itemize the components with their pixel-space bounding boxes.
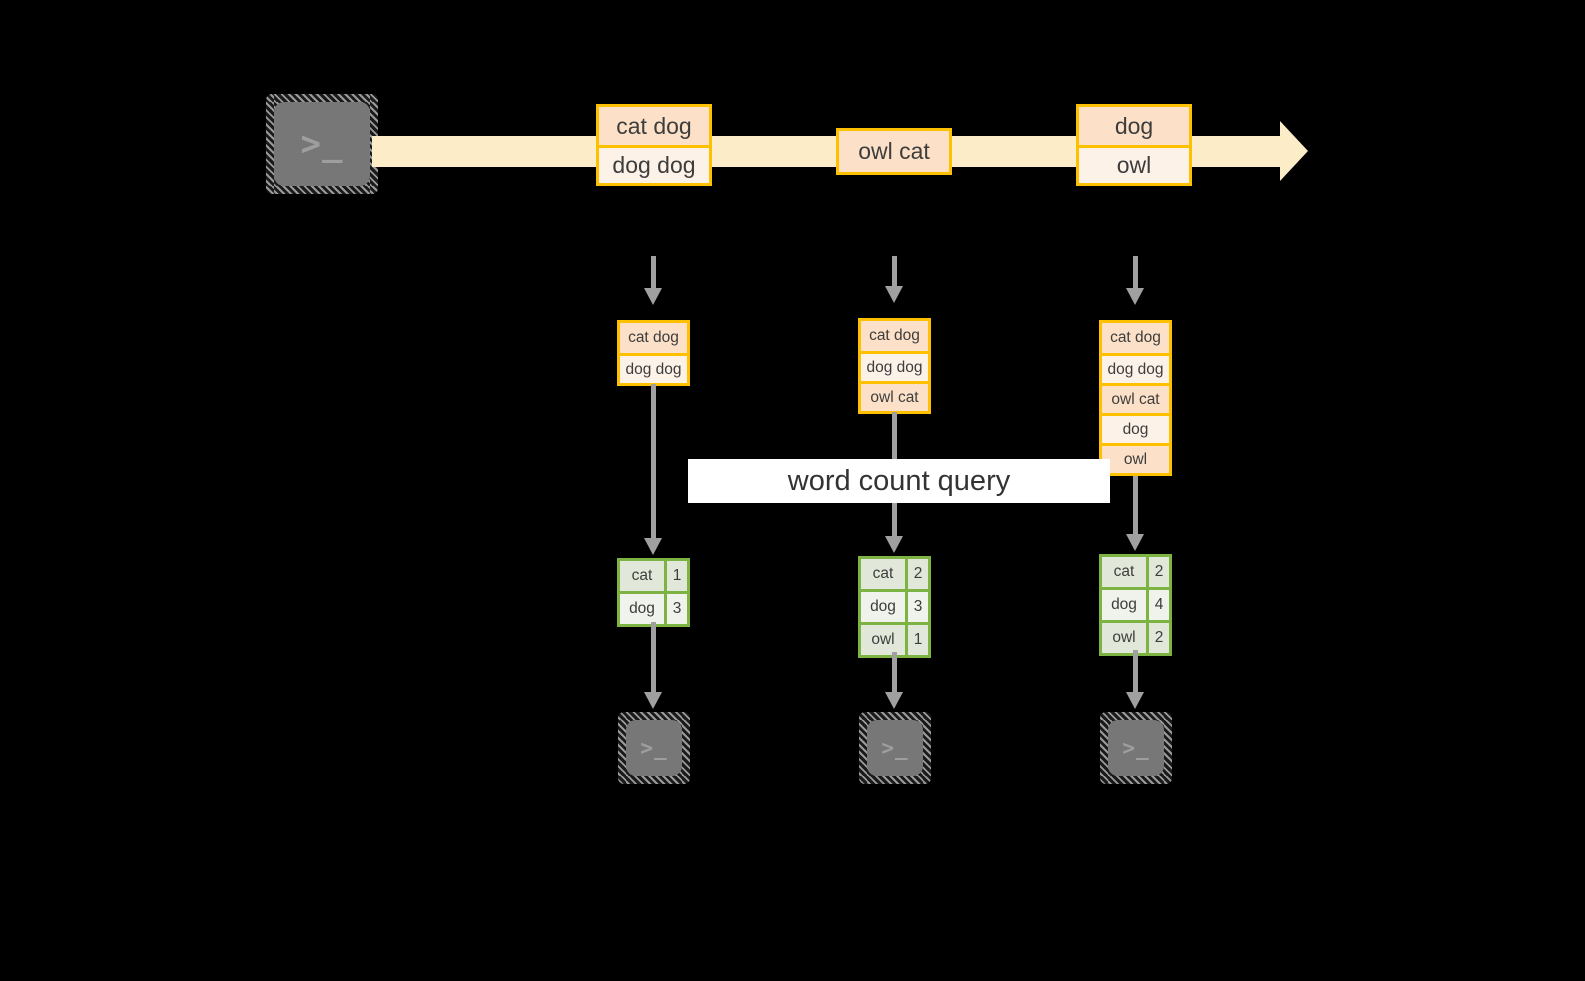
word-cell: cat: [1102, 557, 1146, 587]
count-cell: 2: [1146, 623, 1169, 653]
stream-record-2: owl cat: [836, 128, 952, 175]
stream-record-1: cat dog dog dog: [596, 104, 712, 186]
stream-record-line: owl cat: [839, 131, 949, 172]
snapshot-2-sink-terminal-icon: >_: [859, 712, 931, 784]
snapshot-3-sink-arrowhead: [1126, 692, 1144, 709]
count-cell: 1: [664, 561, 687, 591]
source-terminal-icon: >_: [266, 94, 378, 194]
word-cell: dog: [620, 594, 664, 624]
word-cell: owl: [1102, 623, 1146, 653]
table-row: owl 1: [861, 622, 928, 655]
word-cell: dog: [861, 592, 905, 622]
terminal-prompt-glyph: >_: [881, 736, 909, 760]
snapshot-1-query-arrowhead: [644, 538, 662, 555]
table-row: dog 4: [1102, 587, 1169, 620]
snapshot-3-query-connector: [1133, 476, 1138, 538]
word-cell: cat: [620, 561, 664, 591]
table-row: dog 3: [620, 591, 687, 624]
table-row: dog 3: [861, 589, 928, 622]
count-cell: 4: [1146, 590, 1169, 620]
count-cell: 2: [1146, 557, 1169, 587]
sink-terminal-surface: >_: [1108, 720, 1164, 776]
snapshot-1-input-line: cat dog: [620, 323, 687, 353]
snapshot-3-input-line: dog: [1102, 413, 1169, 443]
snapshot-1-query-connector: [651, 384, 656, 542]
stream-record-line: dog: [1079, 107, 1189, 145]
terminal-prompt-glyph: >_: [1122, 736, 1150, 760]
snapshot-3-sink-connector: [1133, 650, 1138, 696]
table-row: owl 2: [1102, 620, 1169, 653]
snapshot-1-sink-arrowhead: [644, 692, 662, 709]
snapshot-1-input-table: cat dog dog dog: [617, 320, 690, 386]
terminal-prompt-glyph: >_: [640, 736, 668, 760]
snapshot-1-input-line: dog dog: [620, 353, 687, 383]
source-terminal-surface: >_: [274, 102, 370, 186]
snapshot-1-sink-terminal-icon: >_: [618, 712, 690, 784]
table-row: cat 2: [861, 559, 928, 589]
stream-record-line: cat dog: [599, 107, 709, 145]
word-cell: owl: [861, 625, 905, 655]
table-row: cat 1: [620, 561, 687, 591]
terminal-prompt-glyph: >_: [300, 124, 344, 164]
snapshot-2-tap-arrowhead: [885, 286, 903, 303]
snapshot-2-input-table: cat dog dog dog owl cat: [858, 318, 931, 414]
snapshot-3-query-arrowhead: [1126, 534, 1144, 551]
snapshot-3-input-table: cat dog dog dog owl cat dog owl: [1099, 320, 1172, 476]
snapshot-2-tap-connector: [892, 256, 897, 288]
count-cell: 3: [664, 594, 687, 624]
word-cell: dog: [1102, 590, 1146, 620]
stream-record-line: dog dog: [599, 145, 709, 183]
table-row: cat 2: [1102, 557, 1169, 587]
sink-terminal-surface: >_: [626, 720, 682, 776]
snapshot-1-count-table: cat 1 dog 3: [617, 558, 690, 627]
snapshot-3-tap-arrowhead: [1126, 288, 1144, 305]
snapshot-3-input-line: owl: [1102, 443, 1169, 473]
count-cell: 3: [905, 592, 928, 622]
snapshot-3-count-table: cat 2 dog 4 owl 2: [1099, 554, 1172, 656]
snapshot-3-sink-terminal-icon: >_: [1100, 712, 1172, 784]
snapshot-2-sink-arrowhead: [885, 692, 903, 709]
input-stream-arrowhead: [1280, 121, 1308, 181]
snapshot-2-query-arrowhead: [885, 536, 903, 553]
count-cell: 2: [905, 559, 928, 589]
query-label: word count query: [688, 459, 1110, 503]
stream-record-line: owl: [1079, 145, 1189, 183]
snapshot-2-input-line: cat dog: [861, 321, 928, 351]
snapshot-3-input-line: owl cat: [1102, 383, 1169, 413]
snapshot-1-tap-arrowhead: [644, 288, 662, 305]
stream-record-3: dog owl: [1076, 104, 1192, 186]
snapshot-1-tap-connector: [651, 256, 656, 290]
snapshot-3-tap-connector: [1133, 256, 1138, 290]
snapshot-2-count-table: cat 2 dog 3 owl 1: [858, 556, 931, 658]
snapshot-2-sink-connector: [892, 652, 897, 696]
word-cell: cat: [861, 559, 905, 589]
sink-terminal-surface: >_: [867, 720, 923, 776]
snapshot-1-sink-connector: [651, 622, 656, 696]
snapshot-2-input-line: dog dog: [861, 351, 928, 381]
snapshot-3-input-line: cat dog: [1102, 323, 1169, 353]
snapshot-2-input-line: owl cat: [861, 381, 928, 411]
count-cell: 1: [905, 625, 928, 655]
snapshot-3-input-line: dog dog: [1102, 353, 1169, 383]
